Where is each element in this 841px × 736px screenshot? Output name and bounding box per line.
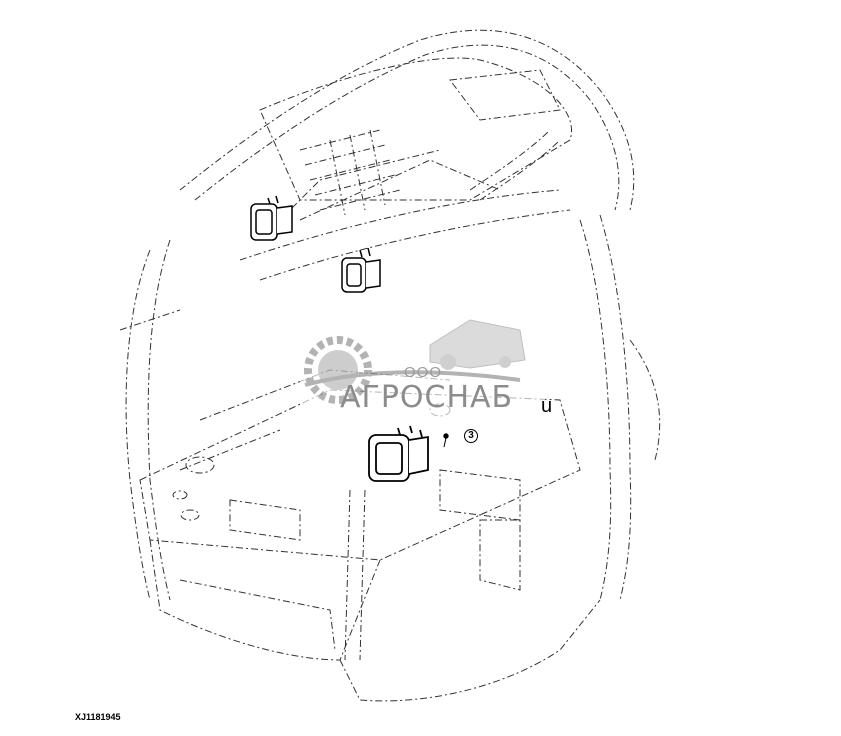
drawing-id: XJ1181945 [75,712,121,722]
work-light-upper-center [341,247,381,293]
stray-label: u [541,395,553,417]
work-light-upper-left [250,195,293,241]
tractor-cab-outline [119,29,661,702]
callout-circle [464,429,478,443]
watermark-logo [300,319,545,425]
watermark-prefix: ООО [404,364,443,381]
screw-part [443,433,449,448]
work-light-lower [368,425,429,482]
watermark-name: АГРОСНАБ [340,380,514,415]
callout-number: 3 [468,430,474,441]
